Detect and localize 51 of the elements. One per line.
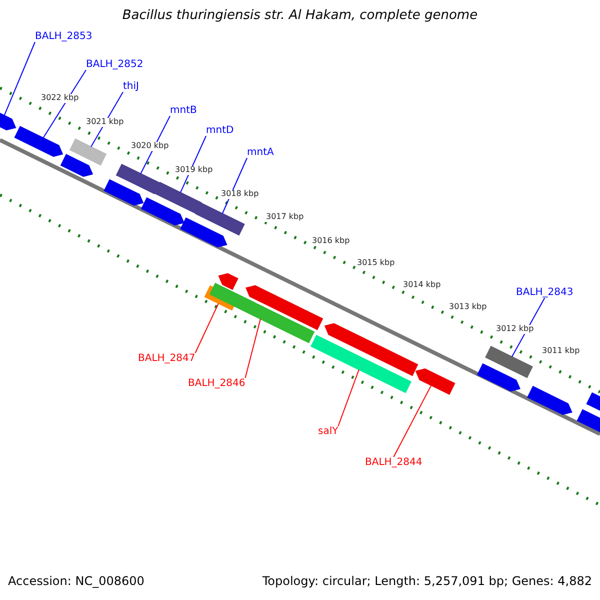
scale-tick-label: 3013 kbp xyxy=(448,303,488,312)
gene-block xyxy=(14,126,64,157)
accession-text: Accession: NC_008600 xyxy=(8,575,144,588)
gene-block xyxy=(415,368,456,395)
gene-block xyxy=(140,197,184,226)
scale-tick-label: 3017 kbp xyxy=(265,213,305,222)
gene-block xyxy=(104,179,144,206)
leader-line xyxy=(338,369,360,426)
gene-label: mntA xyxy=(247,147,274,158)
leader-line xyxy=(194,302,219,354)
scale-tick-label: 3020 kbp xyxy=(130,142,170,151)
gene-block xyxy=(527,386,572,415)
scale-tick-label: 3018 kbp xyxy=(220,190,260,199)
gene-block xyxy=(209,282,315,344)
gene-label: BALH_2847 xyxy=(138,353,196,364)
scale-tick-label: 3015 kbp xyxy=(356,259,396,268)
gene-label: BALH_2853 xyxy=(35,31,92,42)
gene-label: mntB xyxy=(170,105,197,116)
gene-block xyxy=(246,285,324,330)
gene-block xyxy=(310,334,412,394)
scale-tick-label: 3014 kbp xyxy=(402,281,442,290)
gene-block xyxy=(476,363,520,392)
gene-block xyxy=(69,138,107,166)
title: Bacillus thuringiensis str. Al Hakam, complete genome xyxy=(121,9,479,24)
gene-label: thiJ xyxy=(123,81,139,92)
gene-label: BALH_2843 xyxy=(516,287,574,298)
gene-block xyxy=(485,346,533,378)
gene-label: BALH_2852 xyxy=(86,59,144,70)
gene-label: BALH_2844 xyxy=(365,457,422,468)
gene-label: BALH_2846 xyxy=(188,378,246,389)
leader-line xyxy=(42,70,86,138)
scale-tick-label: 3016 kbp xyxy=(311,237,351,246)
scale-tick-label: 3021 kbp xyxy=(85,118,125,127)
gene-block xyxy=(180,217,228,248)
gene-block xyxy=(324,323,418,376)
gene-label: mntD xyxy=(206,125,234,136)
gene-block xyxy=(154,182,202,214)
scale-tick-label: 3011 kbp xyxy=(541,347,581,356)
leader-line xyxy=(4,42,36,116)
scale-tick-label: 3022 kbp xyxy=(40,94,80,103)
gene-block xyxy=(218,273,238,290)
gene-block xyxy=(60,154,94,177)
leader-line xyxy=(180,136,206,194)
scale-tick-label: 3012 kbp xyxy=(495,325,535,334)
gene-block xyxy=(195,202,245,236)
gene-block xyxy=(116,164,160,194)
gene-label: salY xyxy=(318,426,338,437)
scale-tick-label: 3019 kbp xyxy=(174,166,214,175)
leader-line xyxy=(244,318,261,378)
genome-summary-text: Topology: circular; Length: 5,257,091 bp; Genes: 4,882 xyxy=(262,575,592,588)
leader-line xyxy=(393,384,432,458)
